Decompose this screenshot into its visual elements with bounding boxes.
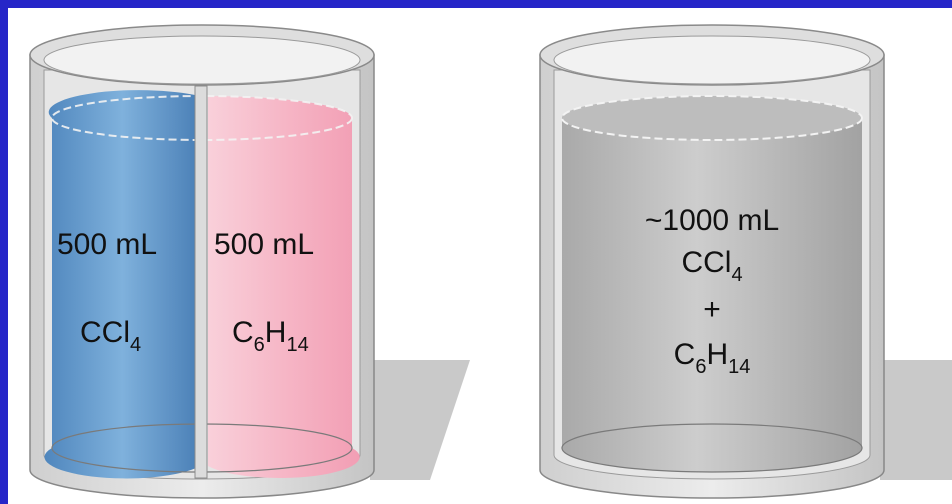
ccl4-liquid [44, 90, 200, 479]
hexane-formula-label: C6H14 [232, 316, 309, 356]
left-beaker [29, 24, 375, 499]
ccl4-formula-label: CCl4 [80, 316, 142, 356]
left-beaker-shadow [370, 360, 470, 480]
hexane-volume-label: 500 mL [214, 228, 315, 261]
right-beaker-shadow [880, 360, 952, 480]
ccl4-volume-label: 500 mL [57, 228, 158, 261]
mixture-plus-sign: + [703, 293, 721, 326]
mixture-hexane-label: C6H14 [673, 338, 751, 378]
mixture-liquid [562, 96, 862, 472]
right-beaker [539, 24, 885, 499]
mixture-ccl4-label: CCl4 [681, 246, 743, 286]
mixture-volume-label: ~1000 mL [644, 204, 780, 237]
hexane-liquid [208, 96, 360, 478]
divider-wall [194, 85, 208, 479]
